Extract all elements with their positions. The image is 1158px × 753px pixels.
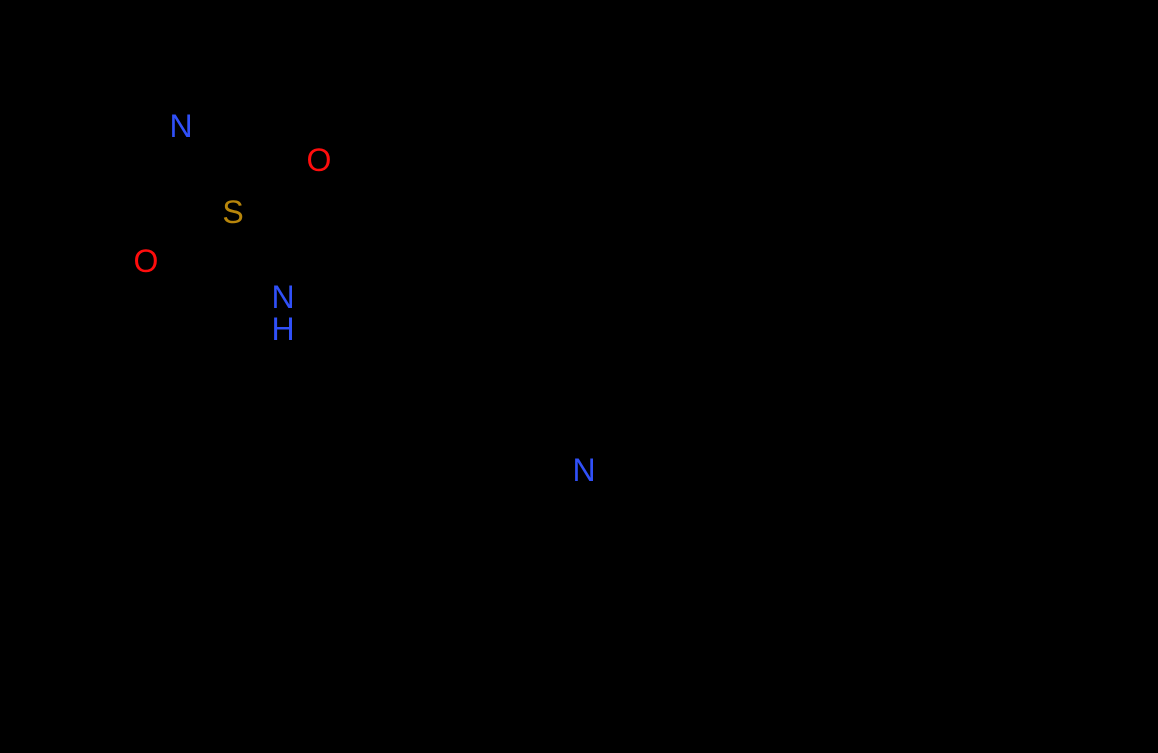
atom-label: O: [133, 243, 159, 279]
atom-nh: N H: [271, 281, 294, 345]
atom-label: N: [169, 108, 193, 144]
atom-sulfur: S: [222, 196, 243, 228]
atom-hydrogen-label: H: [271, 311, 295, 347]
atom-oxygen-2: O: [134, 245, 159, 277]
atom-label: N: [572, 452, 596, 488]
atom-label: O: [306, 142, 332, 178]
atom-label: S: [222, 194, 244, 230]
atom-nitrogen-1: N: [169, 110, 192, 142]
atom-label: N: [271, 279, 295, 315]
atom-nitrogen-2: N: [572, 454, 595, 486]
atom-oxygen-1: O: [307, 144, 332, 176]
